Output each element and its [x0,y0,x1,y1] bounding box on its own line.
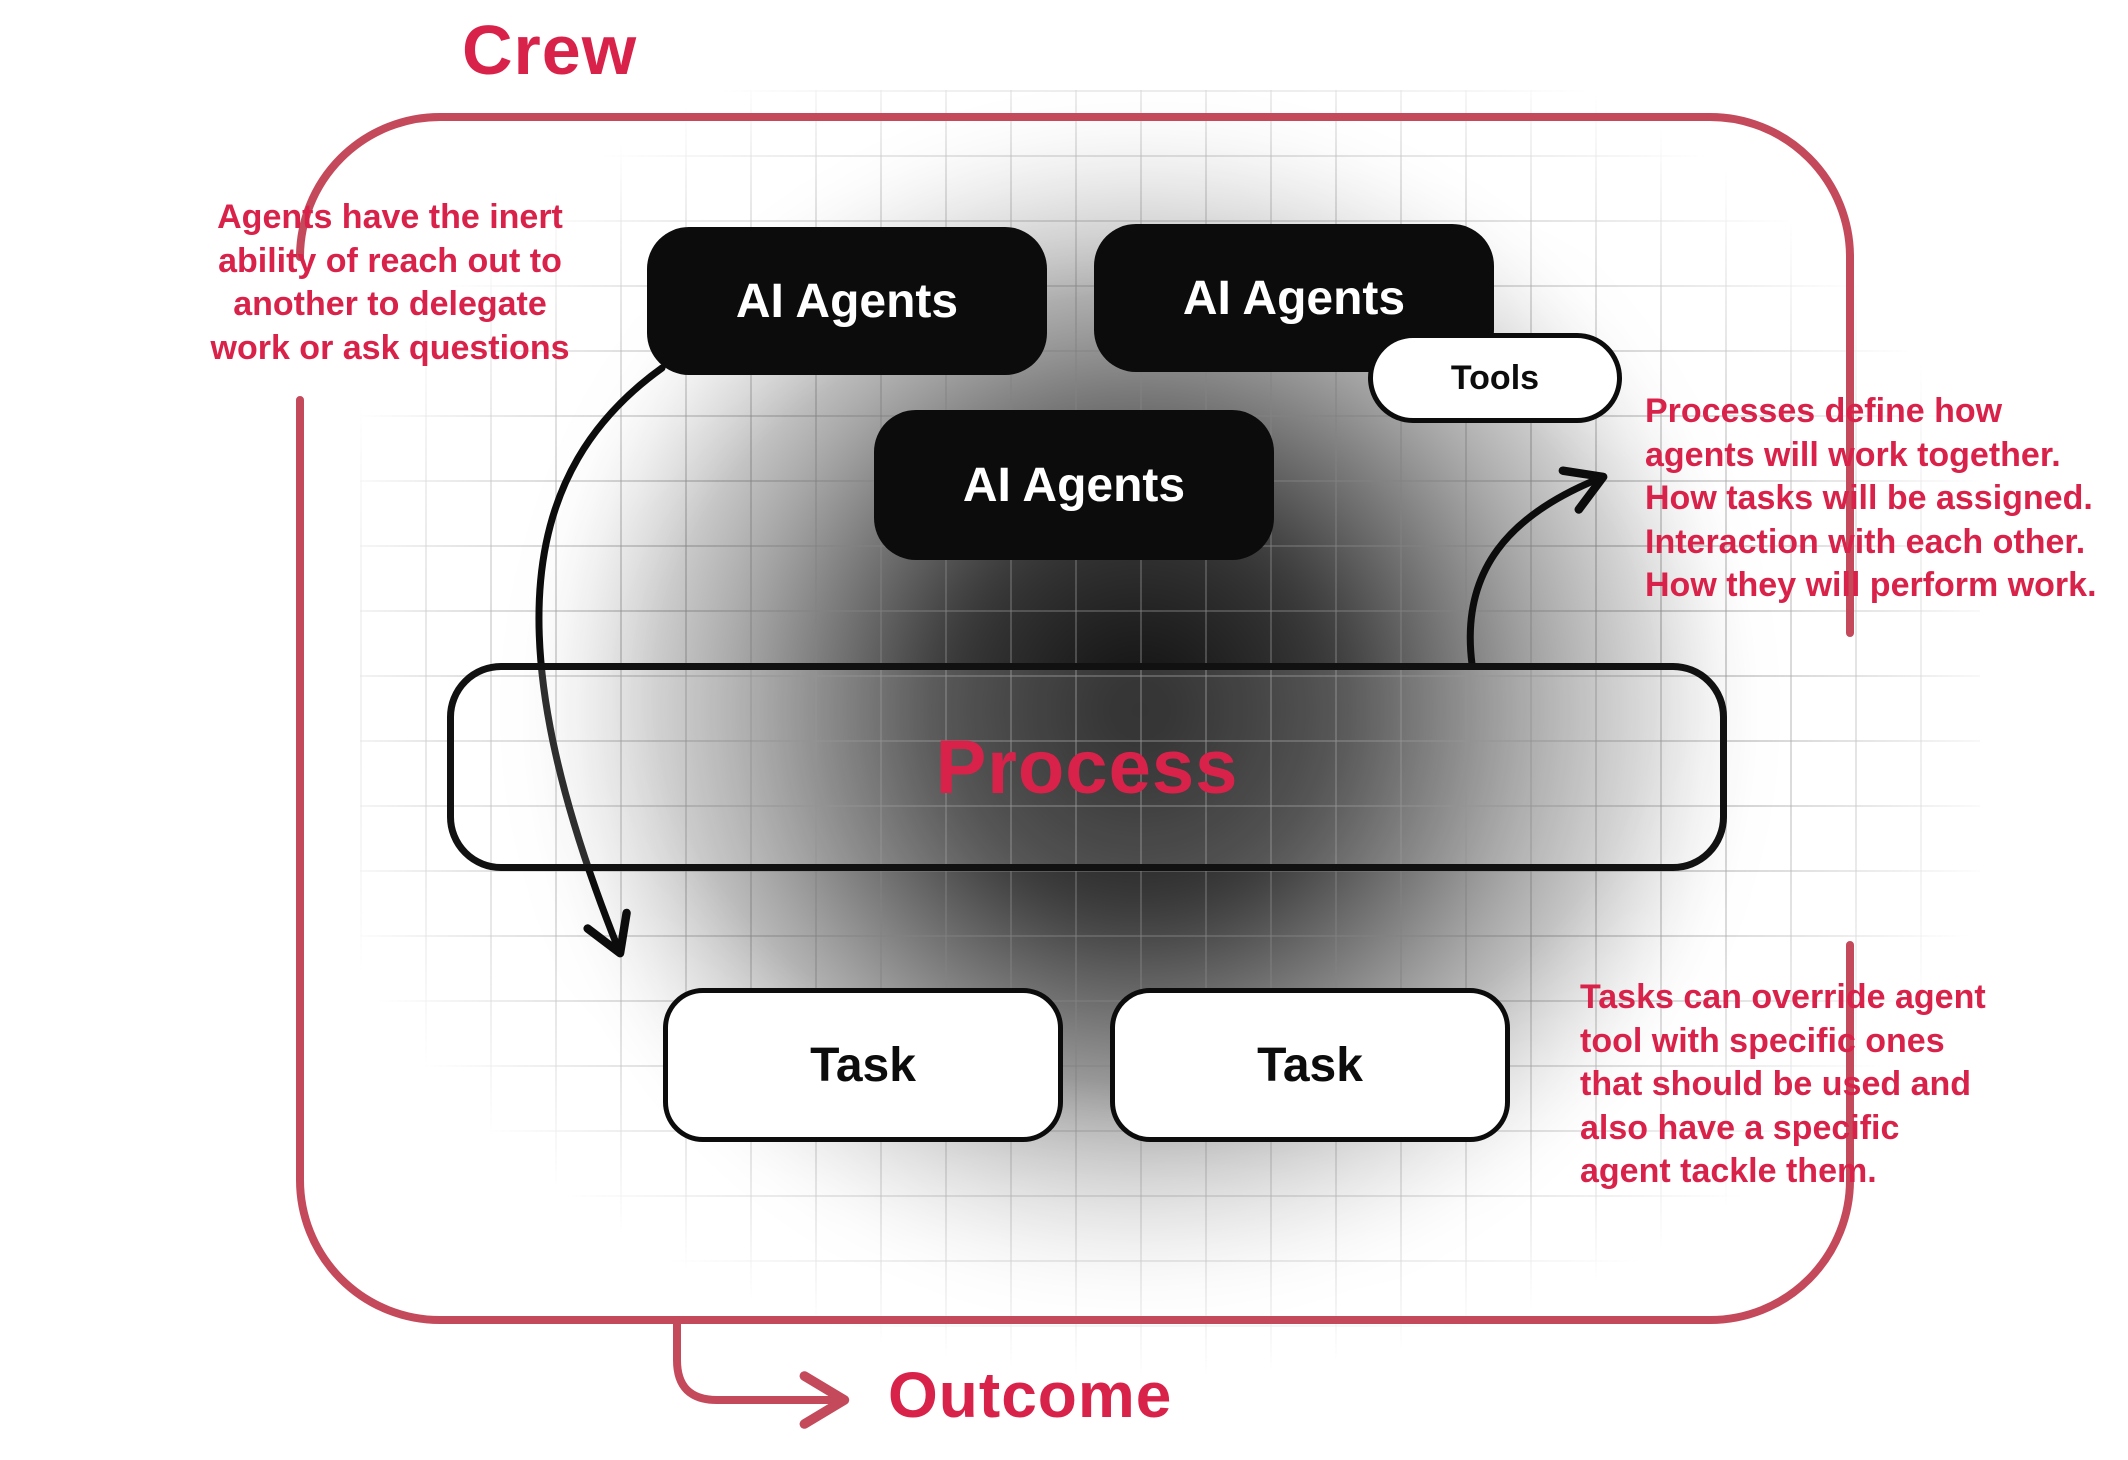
ai-agents-label-3: AI Agents [962,458,1186,512]
tools-label: Tools [1450,358,1540,397]
annotation-tasks: Tasks can override agent tool with speci… [1580,978,1986,1191]
process-box: Process [447,663,1727,871]
task-label-1: Task [810,1038,916,1092]
ai-agents-label-2: AI Agents [1182,271,1406,325]
annotation-delegation: Agents have the inert ability of reach o… [210,198,570,367]
ai-agents-box-3: AI Agents [874,410,1274,560]
task-box-1: Task [663,988,1063,1142]
process-label: Process [935,724,1239,810]
task-box-2: Task [1110,988,1510,1142]
ai-agents-label-1: AI Agents [735,274,959,328]
ai-agents-box-1: AI Agents [647,227,1047,375]
annotation-processes: Processes define how agents will work to… [1645,392,2097,605]
crew-title: Crew [462,11,638,89]
outcome-title: Outcome [888,1359,1173,1431]
tools-box: Tools [1368,333,1622,423]
task-label-2: Task [1257,1038,1363,1092]
